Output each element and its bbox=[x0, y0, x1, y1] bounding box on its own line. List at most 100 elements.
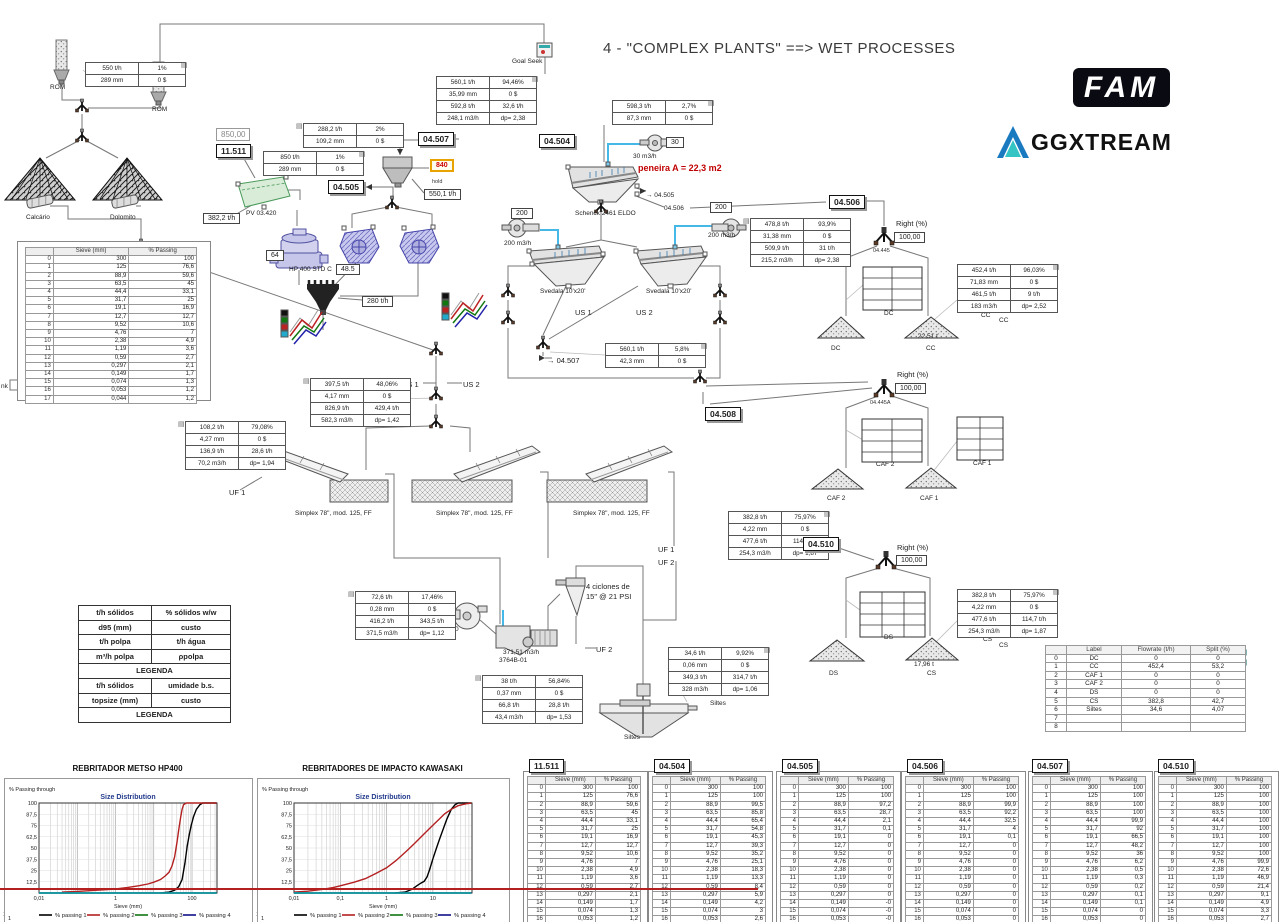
value-box[interactable]: 280 t/h bbox=[362, 296, 394, 307]
svg-text:25: 25 bbox=[286, 869, 292, 875]
clip-icon: ▤ bbox=[303, 378, 310, 385]
flow-tag-04.507[interactable]: 04.507 bbox=[1032, 759, 1068, 773]
label-cc: CC bbox=[926, 345, 936, 352]
flow-tag-11.511[interactable]: 11.511 bbox=[216, 144, 252, 158]
svg-text:50: 50 bbox=[286, 846, 292, 852]
grid-bin-ds[interactable] bbox=[859, 591, 926, 638]
svg-text:% passing 4: % passing 4 bbox=[454, 913, 486, 919]
goal-seek-icon[interactable] bbox=[536, 42, 553, 58]
value-box[interactable]: 64 bbox=[266, 250, 284, 261]
impact-crusher[interactable] bbox=[399, 224, 440, 264]
hp400-crusher[interactable] bbox=[269, 228, 329, 269]
flow-tag-04.510[interactable]: 04.510 bbox=[1158, 759, 1194, 773]
svg-text:% passing 3: % passing 3 bbox=[151, 913, 183, 919]
label-dc: DC bbox=[831, 345, 841, 352]
grid-bin-caf1[interactable] bbox=[956, 416, 1004, 461]
value-box[interactable]: 30 bbox=[666, 137, 684, 148]
flow-tag-04.504[interactable]: 04.504 bbox=[539, 134, 575, 148]
value-box[interactable]: 100,00 bbox=[894, 232, 926, 243]
mini-chart-icon[interactable] bbox=[441, 292, 488, 328]
svg-text:37,5: 37,5 bbox=[26, 857, 37, 863]
label-uf-1: UF 1 bbox=[658, 545, 675, 554]
svg-text:1: 1 bbox=[261, 916, 264, 922]
flow-tag-04.505[interactable]: 04.505 bbox=[328, 180, 364, 194]
pv-screen[interactable] bbox=[235, 174, 291, 210]
value-box[interactable]: 382,2 t/h bbox=[203, 213, 241, 224]
splitter-icon[interactable] bbox=[875, 550, 897, 570]
clip-icon: ▤ bbox=[824, 511, 831, 518]
svg-text:% passing 3: % passing 3 bbox=[406, 913, 438, 919]
feeder-icon[interactable] bbox=[111, 194, 139, 209]
collector-funnel[interactable] bbox=[307, 280, 339, 315]
clip-icon: ▤ bbox=[1053, 589, 1060, 596]
clip-icon: ▤ bbox=[764, 647, 771, 654]
splitter-icon[interactable] bbox=[873, 378, 895, 398]
chart-overflow-line bbox=[0, 888, 758, 890]
svedala-screen-us2[interactable] bbox=[633, 244, 708, 289]
mini-chart-icon[interactable] bbox=[280, 309, 327, 345]
info-table-caption: CC bbox=[999, 317, 1009, 324]
water-pump[interactable] bbox=[711, 218, 747, 238]
label-us-2: US 2 bbox=[636, 308, 653, 317]
stockpile-dolomito[interactable] bbox=[91, 157, 164, 201]
svg-text:Sieve (mm): Sieve (mm) bbox=[369, 904, 397, 910]
feeder-icon[interactable] bbox=[26, 194, 54, 209]
stockpile-calcario[interactable] bbox=[3, 157, 77, 201]
thickener-siltes[interactable] bbox=[598, 683, 698, 738]
simplex-classifier[interactable] bbox=[546, 445, 674, 503]
schenck-screen[interactable] bbox=[565, 161, 640, 205]
cyclone-icon[interactable] bbox=[555, 577, 586, 617]
grid-bin-caf2[interactable] bbox=[861, 418, 923, 463]
value-box[interactable]: 200 bbox=[511, 208, 533, 219]
svg-text:% passing 2: % passing 2 bbox=[103, 913, 135, 919]
value-box[interactable]: 550,1 t/h bbox=[424, 189, 462, 200]
sump-pump[interactable] bbox=[495, 625, 558, 656]
clip-icon: ▤ bbox=[532, 76, 539, 83]
label-dolomito: Dolomito bbox=[110, 214, 136, 221]
value-box[interactable]: 200 bbox=[710, 202, 732, 213]
value-box[interactable]: 100,00 bbox=[895, 383, 927, 394]
label-us-2: US 2 bbox=[463, 380, 480, 389]
label-rom: ROM bbox=[50, 84, 66, 91]
value-box[interactable]: 100,00 bbox=[896, 555, 928, 566]
svg-text:% passing 4: % passing 4 bbox=[199, 913, 231, 919]
chart-title: REBRITADORES DE IMPACTO KAWASAKI bbox=[302, 764, 463, 773]
svg-text:10: 10 bbox=[430, 896, 436, 902]
svg-text:87,5: 87,5 bbox=[26, 812, 37, 818]
value-box[interactable]: 48.5 bbox=[336, 264, 360, 275]
page-title: 4 - "COMPLEX PLANTS" ==> WET PROCESSES bbox=[603, 40, 956, 57]
label-ds: DS bbox=[829, 670, 839, 677]
flow-tag-04.508[interactable]: 04.508 bbox=[705, 407, 741, 421]
flow-tag-04.504[interactable]: 04.504 bbox=[654, 759, 690, 773]
splitter-icon[interactable] bbox=[873, 226, 895, 246]
value-box[interactable]: 850,00 bbox=[216, 128, 251, 141]
flow-tag-11.511[interactable]: 11.511 bbox=[529, 759, 565, 773]
flow-tag-04.505[interactable]: 04.505 bbox=[782, 759, 818, 773]
flow-tag-04.507[interactable]: 04.507 bbox=[418, 132, 454, 146]
water-pump[interactable] bbox=[501, 218, 540, 238]
product-piles[interactable] bbox=[808, 316, 960, 662]
impact-crusher[interactable] bbox=[339, 224, 380, 264]
clip-icon: ▤ bbox=[743, 218, 750, 225]
flow-tag-04.506[interactable]: 04.506 bbox=[907, 759, 943, 773]
svg-text:Size Distribution: Size Distribution bbox=[355, 794, 410, 801]
flow-tag-04.506[interactable]: 04.506 bbox=[829, 195, 865, 209]
svg-text:0,1: 0,1 bbox=[336, 896, 344, 902]
value-box[interactable]: 840 bbox=[430, 159, 454, 172]
flow-tag-04.510[interactable]: 04.510 bbox=[803, 537, 839, 551]
label--04-505: → 04.505 bbox=[646, 192, 675, 199]
label-04-445: 04.445 bbox=[873, 248, 890, 254]
storage-hopper[interactable] bbox=[382, 156, 413, 188]
rom-hopper-icon[interactable] bbox=[53, 39, 70, 85]
grid-bin-dc[interactable] bbox=[862, 266, 923, 311]
simplex-classifier[interactable] bbox=[411, 445, 542, 503]
svedala-screen-us1[interactable] bbox=[526, 244, 606, 289]
label-svedala-10-x20-: Svedala 10'x20' bbox=[540, 288, 586, 295]
